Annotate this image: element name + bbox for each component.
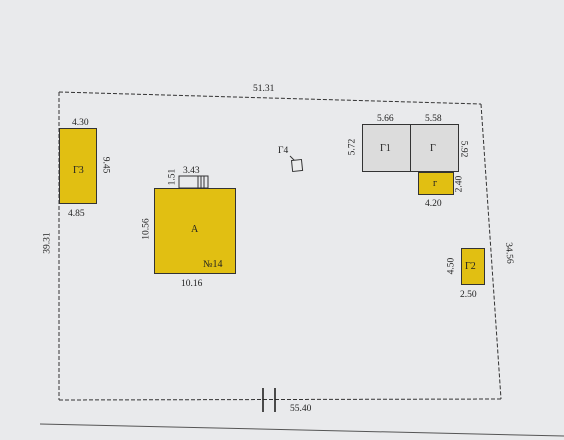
plot-dim-top: 51.31	[253, 84, 275, 94]
house-dim-left: 10.56	[141, 218, 152, 240]
building-house: А №14	[154, 188, 236, 274]
porch-dim-width: 3.43	[183, 166, 200, 176]
g3-dim-side: 9.45	[100, 156, 111, 174]
g2-dim-bottom: 2.50	[460, 290, 477, 300]
boundary-top	[58, 91, 482, 105]
g4-label: Г4	[278, 146, 289, 156]
g-label: Г	[430, 143, 436, 154]
house-number: №14	[203, 259, 223, 270]
g4-box	[290, 158, 304, 173]
house-label: А	[191, 224, 199, 235]
g-dim-top: 5.58	[425, 114, 442, 124]
porch-dim-height: 1.51	[167, 168, 178, 186]
g1-dim-left: 5.72	[347, 138, 358, 156]
g2-label: Г2	[465, 261, 476, 272]
small-g-label: г	[433, 178, 438, 189]
g1-dim-top: 5.66	[377, 114, 394, 124]
g1-label: Г1	[380, 143, 391, 154]
g3-label: Г3	[73, 165, 84, 176]
house-dim-bottom: 10.16	[181, 279, 203, 289]
small-g-dim-right: 2.40	[454, 175, 465, 193]
g2-dim-left: 4.50	[446, 257, 457, 275]
building-g3: Г3	[59, 128, 97, 204]
boundary-bottom	[58, 398, 502, 401]
boundary-right	[480, 103, 502, 400]
building-g2: Г2	[461, 248, 485, 285]
building-small-g: г	[418, 172, 454, 195]
sheet-edge	[39, 423, 564, 437]
plot-dim-left: 39.31	[42, 232, 53, 254]
g-dim-right: 5.92	[458, 140, 469, 158]
g3-dim-bottom: 4.85	[68, 209, 85, 219]
building-g: Г	[410, 124, 459, 172]
g3-dim-top: 4.30	[72, 118, 89, 128]
small-g-dim-bottom: 4.20	[425, 199, 442, 209]
building-g1: Г1	[362, 124, 411, 172]
plot-dim-right: 34.56	[502, 241, 515, 265]
plot-dim-bottom: 55.40	[290, 404, 312, 414]
